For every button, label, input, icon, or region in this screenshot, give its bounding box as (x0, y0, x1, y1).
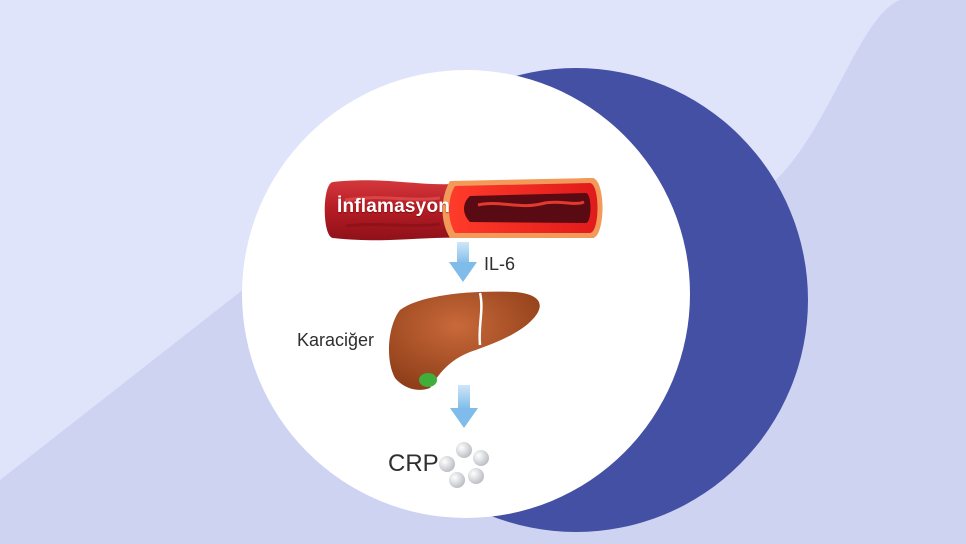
inflammation-label: İnflamasyon (337, 196, 451, 217)
liver-icon (388, 291, 540, 390)
crp-molecule-icon (439, 442, 489, 488)
blood-vessel-icon (324, 178, 603, 241)
arrow-down-icon (449, 242, 477, 282)
il6-label: IL-6 (484, 254, 516, 274)
crp-label: CRP (388, 450, 439, 477)
arrow-down-icon (450, 385, 478, 428)
liver-label: Karaciğer (297, 330, 375, 350)
